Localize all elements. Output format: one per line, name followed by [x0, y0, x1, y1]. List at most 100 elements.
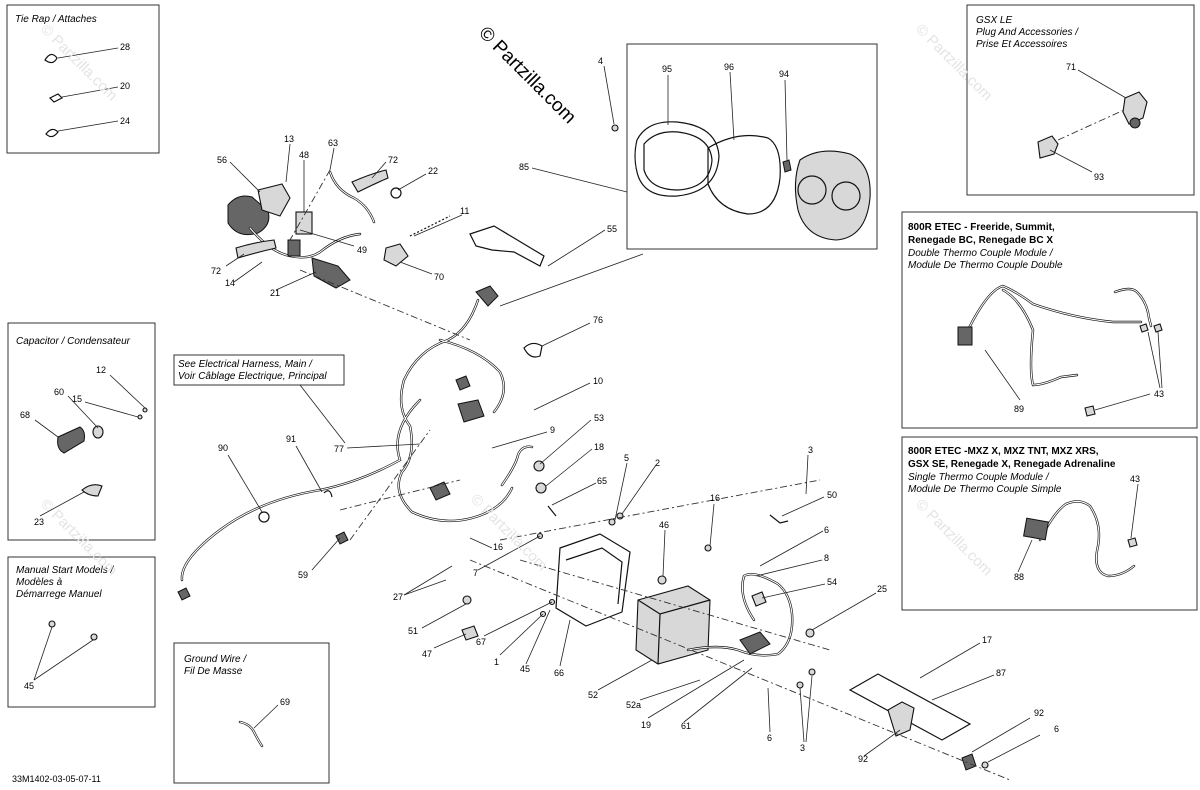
- callout-52: 52: [588, 690, 598, 700]
- callout-19: 19: [641, 720, 651, 730]
- tie-rap-part-28: [44, 53, 58, 64]
- watermark-faint-4: © Partzilla.com: [912, 496, 995, 579]
- callout-66: 66: [554, 668, 564, 678]
- callout-23: 23: [34, 517, 44, 527]
- double-module-harness: [966, 284, 1143, 387]
- callout-13: 13: [284, 134, 294, 144]
- callout-93: 93: [1094, 172, 1104, 182]
- single-module-bold-2: GSX SE, Renegade X, Renegade Adrenaline: [908, 459, 1116, 470]
- callout-25: 25: [877, 584, 887, 594]
- callout-76: 76: [593, 315, 603, 325]
- connector-70: [383, 243, 409, 267]
- ground-wire-title-1: Ground Wire /: [184, 654, 247, 665]
- single-module-box: 800R ETEC -MXZ X, MXZ TNT, MXZ XRS, GSX …: [901, 436, 1198, 611]
- capacitor-box: Capacitor / Condensateur 12 60 15 68 23: [7, 322, 156, 541]
- callout-17: 17: [982, 635, 992, 645]
- callout-43-double: 43: [1154, 389, 1164, 399]
- callout-12: 12: [96, 365, 106, 375]
- clip-47: [461, 625, 479, 641]
- capacitor-title: Capacitor / Condensateur: [16, 336, 131, 347]
- callout-54: 54: [827, 577, 837, 587]
- gsx-le-title-2: Plug And Accessories /: [976, 27, 1079, 38]
- single-module-italic-1: Single Thermo Couple Module /: [908, 472, 1050, 483]
- double-module-unit: [957, 326, 973, 346]
- callout-4: 4: [598, 56, 603, 66]
- callout-87: 87: [996, 668, 1006, 678]
- main-assembly: [177, 124, 1011, 781]
- battery-52: [635, 585, 711, 665]
- callout-43-single: 43: [1130, 474, 1140, 484]
- callout-72-lower: 72: [211, 266, 221, 276]
- hose-72-upper: [351, 169, 389, 193]
- callout-70: 70: [434, 272, 444, 282]
- callout-6-upper: 6: [824, 525, 829, 535]
- callout-22: 22: [428, 166, 438, 176]
- manual-start-plug-b: [90, 633, 98, 641]
- callout-96: 96: [724, 62, 734, 72]
- gsx-le-title-1: GSX LE: [976, 15, 1012, 26]
- callout-7: 7: [473, 568, 478, 578]
- note-line-2: Voir Câblage Electrique, Principal: [178, 371, 327, 382]
- callout-15: 15: [72, 394, 82, 404]
- manual-start-title-2: Modèles à: [16, 577, 63, 588]
- ground-wire-box: Ground Wire / Fil De Masse 69: [173, 642, 330, 784]
- connector-48: [295, 211, 313, 235]
- callout-14: 14: [225, 278, 235, 288]
- manual-start-plug-a: [48, 620, 56, 628]
- accessory-socket: [1037, 135, 1059, 159]
- callout-92-left: 92: [858, 754, 868, 764]
- callout-61: 61: [681, 721, 691, 731]
- drawing-code: 33M1402-03-05-07-11: [12, 774, 101, 784]
- cap-90: [258, 511, 270, 523]
- capacitor-bracket: [92, 425, 104, 439]
- manual-start-title-1: Manual Start Models /: [16, 565, 114, 576]
- callout-1: 1: [494, 657, 499, 667]
- callout-63: 63: [328, 138, 338, 148]
- callout-20: 20: [120, 81, 130, 91]
- callout-18: 18: [594, 442, 604, 452]
- tie-rap-title: Tie Rap / Attaches: [15, 14, 97, 25]
- gsx-le-box: GSX LE Plug And Accessories / Prise Et A…: [966, 4, 1195, 196]
- fastener-25: [805, 628, 815, 638]
- manual-start-box: Manual Start Models / Modèles à Démarreg…: [7, 556, 156, 708]
- double-module-bold-1: 800R ETEC - Freeride, Summit,: [908, 222, 1055, 233]
- ground-wire: [238, 720, 264, 748]
- callout-10: 10: [593, 376, 603, 386]
- callout-90: 90: [218, 443, 228, 453]
- watermark-main: © Partzilla.com: [474, 23, 579, 128]
- manual-start-title-3: Démarrege Manuel: [16, 589, 102, 600]
- tie-rap-part-20: [48, 93, 64, 103]
- callout-48: 48: [299, 150, 309, 160]
- callout-8: 8: [824, 553, 829, 563]
- fastener-4: [611, 124, 619, 132]
- callout-56: 56: [217, 155, 227, 165]
- starter-relay: [739, 631, 771, 655]
- double-module-italic-1: Double Thermo Couple Module /: [908, 248, 1054, 259]
- grommet-18: [535, 482, 547, 494]
- main-leaders: [225, 65, 1041, 763]
- ground-wire-title-2: Fil De Masse: [184, 666, 243, 677]
- callout-89: 89: [1014, 404, 1024, 414]
- callout-72-upper: 72: [388, 155, 398, 165]
- callout-52a: 52a: [626, 700, 641, 710]
- capacitor-body: [57, 426, 85, 454]
- callout-85: 85: [519, 162, 529, 172]
- single-module-bold-1: 800R ETEC -MXZ X, MXZ TNT, MXZ XRS,: [908, 446, 1099, 457]
- callout-92-right: 92: [1034, 708, 1044, 718]
- callout-47: 47: [422, 649, 432, 659]
- accessory-plug: [1122, 91, 1148, 125]
- callout-77: 77: [334, 444, 344, 454]
- battery-bracket-66: [555, 533, 631, 627]
- bracket-55: [469, 225, 545, 267]
- callout-9: 9: [550, 425, 555, 435]
- callout-68: 68: [20, 410, 30, 420]
- single-module-harness: [1038, 500, 1136, 578]
- callout-28: 28: [120, 42, 130, 52]
- gauge-screw: [782, 159, 792, 173]
- callout-50: 50: [827, 490, 837, 500]
- callout-71: 71: [1066, 62, 1076, 72]
- callout-6-right: 6: [1054, 724, 1059, 734]
- callout-91: 91: [286, 434, 296, 444]
- hose-72-lower: [235, 239, 277, 259]
- callout-94: 94: [779, 69, 789, 79]
